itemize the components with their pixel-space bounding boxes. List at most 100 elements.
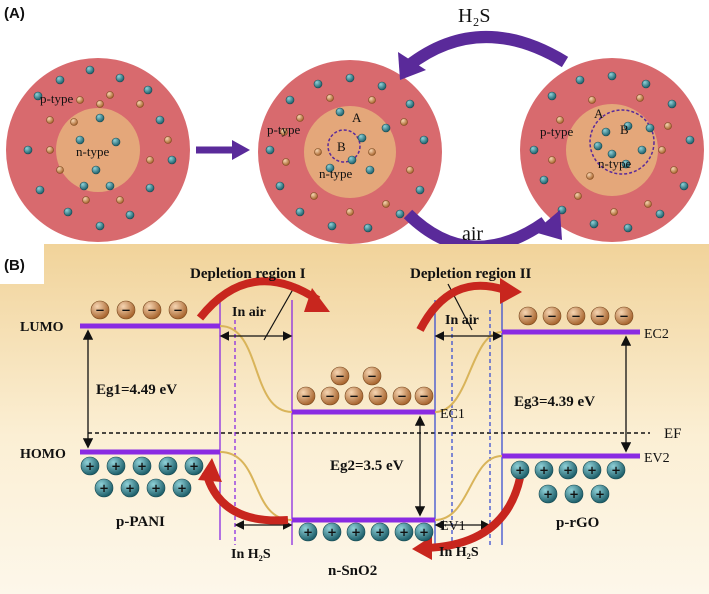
ef-label: EF: [664, 426, 682, 442]
electron-sign: −: [301, 389, 311, 403]
hole-dot: [529, 145, 539, 155]
particle-2-core: [304, 106, 396, 198]
hole-dot: [327, 221, 337, 231]
hole-ball: [298, 522, 318, 542]
hole-ball: [414, 522, 434, 542]
hole-dot: [115, 73, 125, 83]
hole-dot: [547, 91, 557, 101]
electron-dot: [164, 136, 172, 144]
electron-sign: −: [349, 389, 359, 403]
hole-dot: [145, 183, 155, 193]
electron-dot: [406, 166, 414, 174]
particle-2-n-label: n-type: [319, 166, 352, 181]
hole-sign: +: [303, 525, 313, 539]
electron-ball: [296, 386, 316, 406]
hole-ball: [94, 478, 114, 498]
hole-ball: [590, 484, 610, 504]
bend-right-lower: [434, 455, 503, 521]
electron-sign: −: [523, 309, 533, 323]
hole-dot: [601, 127, 611, 137]
hole-dot: [335, 107, 345, 117]
hole-sign: +: [587, 463, 597, 477]
hole-dot: [167, 155, 177, 165]
hole-dot: [295, 207, 305, 217]
hole-sign: +: [611, 463, 621, 477]
ev2-label: EV2: [644, 451, 670, 466]
arrow-right-head: [232, 140, 250, 160]
hole-ball: [158, 456, 178, 476]
hole-dot: [125, 210, 135, 220]
eg1-label: Eg1=4.49 eV: [96, 382, 177, 398]
bend-left-upper: [219, 325, 293, 413]
panel-a: (A) p-type n-type p-type n-type A B: [4, 5, 704, 253]
electron-dot: [644, 200, 652, 208]
hole-dot: [667, 99, 677, 109]
in-h2s-left-label: In H₂S: [231, 547, 271, 562]
particle-3-n-label: n-type: [598, 156, 631, 171]
electron-ball: [90, 300, 110, 320]
particle-2: p-type n-type A B: [258, 60, 442, 244]
hole-sign: +: [111, 459, 121, 473]
hole-sign: +: [375, 525, 385, 539]
hole-dot: [325, 163, 335, 173]
hole-dot: [381, 123, 391, 133]
electron-dot: [664, 122, 672, 130]
electron-dot: [346, 208, 354, 216]
electron-dot: [96, 100, 104, 108]
homo-label: HOMO: [20, 447, 66, 462]
band-carriers: −−−−+++++++++−−−−−−−−++++++−−−−−++++++++: [80, 300, 634, 542]
eg2-label: Eg2=3.5 eV: [330, 458, 404, 474]
electron-dot: [548, 156, 556, 164]
particle-1-core: [56, 108, 140, 192]
depletion-1-pointer: [263, 283, 297, 341]
electron-dot: [586, 172, 594, 180]
panel-a-label: (A): [4, 5, 25, 22]
red-arrow-top-left: [196, 277, 321, 321]
ec1-label: EC1: [440, 407, 465, 422]
n-sno2-label: n-SnO2: [328, 563, 377, 579]
hole-dot: [607, 149, 617, 159]
air-label: air: [462, 223, 483, 245]
hole-dot: [63, 207, 73, 217]
hole-sign: +: [151, 481, 161, 495]
particle-1: p-type n-type: [6, 58, 190, 242]
hole-dot: [589, 219, 599, 229]
hole-sign: +: [399, 525, 409, 539]
electron-ball: [168, 300, 188, 320]
electron-dot: [296, 114, 304, 122]
red-arrow-top-left-head: [304, 288, 330, 312]
hole-ball: [394, 522, 414, 542]
hole-sign: +: [515, 463, 525, 477]
hole-dot: [347, 155, 357, 165]
hole-sign: +: [563, 463, 573, 477]
hole-dot: [623, 121, 633, 131]
ec2-label: EC2: [644, 327, 669, 342]
electron-dot: [382, 200, 390, 208]
electron-dot: [588, 96, 596, 104]
electron-ball: [362, 366, 382, 386]
hole-ball: [558, 460, 578, 480]
hole-dot: [357, 133, 367, 143]
hole-sign: +: [99, 481, 109, 495]
hole-sign: +: [543, 487, 553, 501]
electron-dot: [82, 196, 90, 204]
hole-dot: [275, 181, 285, 191]
hole-dot: [345, 73, 355, 83]
in-h2s-right-label: In H₂S: [439, 545, 479, 560]
red-arrow-top-right-head: [500, 278, 522, 304]
hole-ball: [510, 460, 530, 480]
electron-dot: [146, 156, 154, 164]
particle-2-carriers: [265, 73, 429, 233]
hole-ball: [184, 456, 204, 476]
depletion-region-1-label: Depletion region I: [190, 266, 306, 282]
depletion-region-2-label: Depletion region II: [410, 266, 532, 282]
hole-dot: [539, 175, 549, 185]
panel-b-label-box: [0, 244, 44, 284]
hole-dot: [415, 185, 425, 195]
electron-dot: [116, 196, 124, 204]
hole-dot: [55, 75, 65, 85]
hole-dot: [637, 145, 647, 155]
hole-dot: [23, 145, 33, 155]
